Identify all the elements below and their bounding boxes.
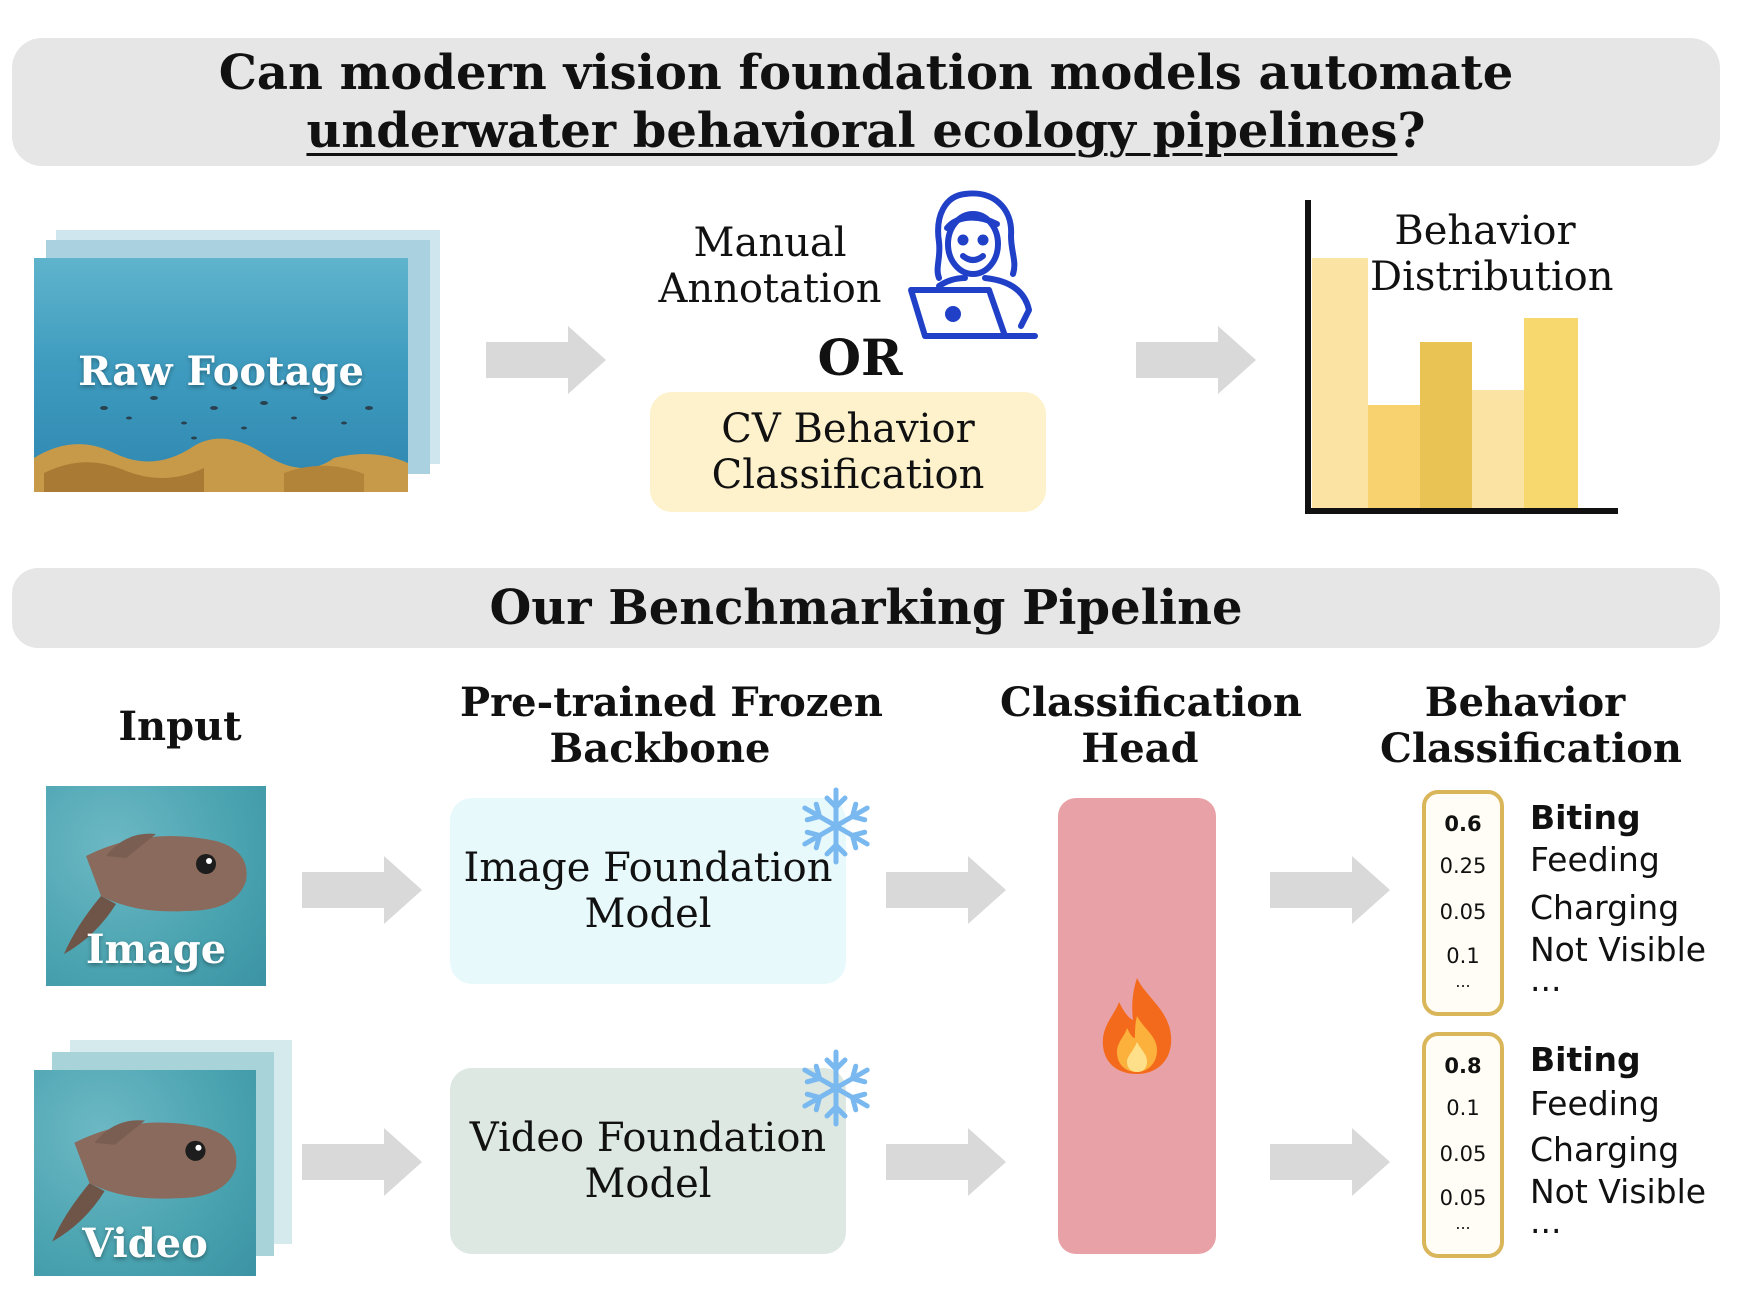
chart-x-axis — [1305, 508, 1618, 514]
video-output-prob-box: 0.8 0.1 0.05 0.05 ... — [1422, 1032, 1504, 1258]
prob-value: 0.8 — [1444, 1054, 1482, 1078]
col-header-backbone: Pre-trained Frozen Backbone — [460, 679, 883, 772]
image-input-thumbnail: Image — [46, 786, 266, 986]
snowflake-icon — [796, 786, 876, 870]
class-label: Charging — [1530, 1130, 1680, 1169]
arrow-image-to-backbone — [302, 856, 422, 924]
fire-icon — [1095, 976, 1179, 1080]
raw-footage-stack: Raw Footage — [34, 230, 440, 492]
video-model-line-1: Video Foundation — [469, 1115, 827, 1161]
title-banner: Can modern vision foundation models auto… — [12, 38, 1720, 166]
title-line-1: Can modern vision foundation models auto… — [218, 45, 1514, 101]
bar-2 — [1368, 405, 1420, 508]
col-header-output: Behavior Classification — [1380, 679, 1682, 772]
dist-line-1: Behavior — [1394, 208, 1576, 254]
class-label: Charging — [1530, 888, 1680, 927]
manual-line-1: Manual — [693, 220, 847, 266]
prob-value: 0.05 — [1439, 1142, 1487, 1166]
bar-5 — [1524, 318, 1578, 508]
class-label: Feeding — [1530, 1084, 1660, 1123]
title-underlined: underwater behavioral ecology pipelines — [306, 103, 1398, 159]
arrow-video-backbone-to-head — [886, 1128, 1006, 1196]
col-head-line-1: Classification — [1000, 679, 1302, 726]
fish-icon — [52, 1120, 237, 1242]
prob-value: 0.25 — [1439, 854, 1487, 878]
arrow-video-to-backbone — [302, 1128, 422, 1196]
col-backbone-line-2: Backbone — [549, 725, 771, 772]
class-label: Not Visible — [1530, 1172, 1707, 1211]
title-suffix: ? — [1397, 103, 1426, 159]
video-output-classes: Biting Feeding Charging Not Visible ... — [1530, 1040, 1730, 1250]
image-label: Image — [85, 926, 227, 973]
prob-value: 0.1 — [1446, 944, 1480, 968]
col-out-line-2: Classification — [1380, 725, 1682, 772]
image-output-prob-box: 0.6 0.25 0.05 0.1 ... — [1422, 790, 1504, 1016]
snowflake-icon — [796, 1048, 876, 1132]
or-label: OR — [817, 328, 903, 387]
pipeline-banner: Our Benchmarking Pipeline — [12, 568, 1720, 648]
video-input-stack: Video — [34, 1040, 294, 1280]
bar-1 — [1312, 258, 1368, 508]
class-label: Feeding — [1530, 840, 1660, 879]
class-label: ... — [1530, 1202, 1562, 1241]
title-line-2: underwater behavioral ecology pipelines? — [306, 102, 1425, 160]
col-head-line-2: Head — [1081, 725, 1199, 772]
person-with-laptop-icon — [905, 186, 1045, 344]
arrow-annotation-to-distribution — [1136, 326, 1256, 394]
image-model-line-1: Image Foundation — [463, 845, 833, 891]
video-model-line-2: Model — [584, 1161, 712, 1207]
fish-icon — [64, 833, 247, 954]
bar-4 — [1472, 390, 1524, 508]
image-model-line-2: Model — [584, 891, 712, 937]
class-label: Not Visible — [1530, 930, 1707, 969]
dist-line-2: Distribution — [1370, 254, 1614, 300]
chart-y-axis — [1305, 200, 1311, 514]
behavior-distribution-chart: Behavior Distribution — [1300, 200, 1630, 520]
cv-line-1: CV Behavior — [721, 406, 975, 452]
prob-value: 0.05 — [1439, 1186, 1487, 1210]
arrow-image-backbone-to-head — [886, 856, 1006, 924]
prob-value: ... — [1455, 972, 1471, 991]
prob-value: 0.1 — [1446, 1096, 1480, 1120]
footage-frame-front: Raw Footage — [34, 258, 408, 492]
prob-value: 0.6 — [1444, 812, 1482, 836]
manual-annotation-label: Manual Annotation — [640, 220, 900, 312]
class-label: ... — [1530, 960, 1562, 999]
col-backbone-line-1: Pre-trained Frozen — [460, 679, 883, 726]
prob-value: ... — [1455, 1214, 1471, 1233]
col-header-head: Classification Head — [1000, 679, 1302, 772]
image-foundation-model-panel: Image Foundation Model — [450, 798, 846, 984]
image-output-classes: Biting Feeding Charging Not Visible ... — [1530, 798, 1730, 1008]
arrow-head-to-video-output — [1270, 1128, 1390, 1196]
col-header-input: Input — [118, 703, 242, 750]
class-label: Biting — [1530, 798, 1641, 837]
video-label: Video — [82, 1220, 208, 1267]
cv-behavior-classification-panel: CV Behavior Classification — [650, 392, 1046, 512]
underwater-scene-icon — [34, 381, 408, 492]
raw-footage-label: Raw Footage — [78, 348, 364, 395]
prob-value: 0.05 — [1439, 900, 1487, 924]
behavior-distribution-label: Behavior Distribution — [1370, 208, 1614, 300]
arrow-head-to-image-output — [1270, 856, 1390, 924]
bar-3 — [1420, 342, 1472, 508]
video-foundation-model-panel: Video Foundation Model — [450, 1068, 846, 1254]
class-label: Biting — [1530, 1040, 1641, 1079]
cv-line-2: Classification — [711, 452, 985, 498]
pipeline-banner-title: Our Benchmarking Pipeline — [489, 580, 1243, 636]
video-frame-front: Video — [34, 1070, 256, 1276]
arrow-footage-to-annotation — [486, 326, 606, 394]
manual-line-2: Annotation — [658, 266, 882, 312]
col-out-line-1: Behavior — [1424, 679, 1626, 726]
